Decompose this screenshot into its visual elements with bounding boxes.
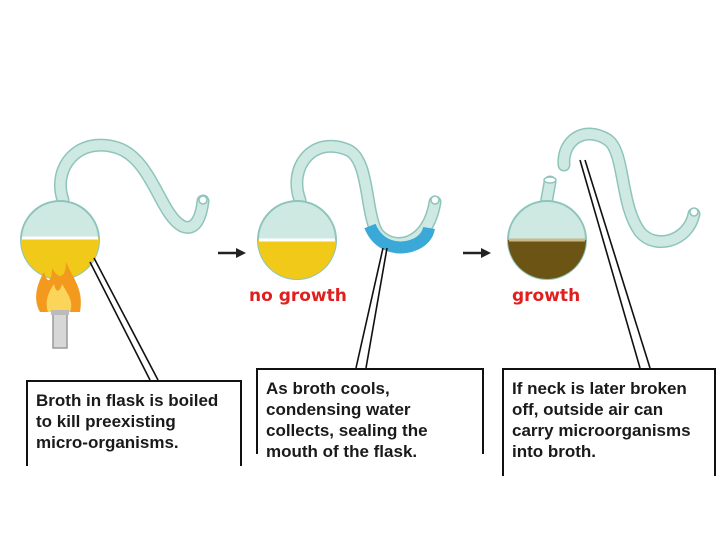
caption-cool: As broth cools, condensing water collect… [256, 368, 484, 461]
result-growth: growth [512, 286, 581, 306]
arrow-right-icon [218, 248, 246, 258]
caption-boil: Broth in flask is boiled to kill preexis… [26, 380, 242, 466]
burner-icon [51, 310, 69, 349]
flame-icon [36, 262, 81, 312]
panel-3-flask [507, 127, 701, 280]
panel-2-flask [257, 139, 442, 280]
result-no-growth: no growth [249, 286, 347, 306]
panel-1-flask [20, 138, 210, 349]
caption-broken: If neck is later broken off, outside air… [502, 368, 716, 476]
pointer-lines [89, 159, 651, 381]
flask-icon [20, 200, 100, 280]
flask-icon [507, 200, 587, 280]
sterile-broth [258, 240, 336, 279]
contaminated-broth [508, 240, 586, 279]
arrow-right-icon [463, 248, 491, 258]
flask-icon [257, 200, 337, 280]
condensed-water-seal [364, 223, 435, 254]
